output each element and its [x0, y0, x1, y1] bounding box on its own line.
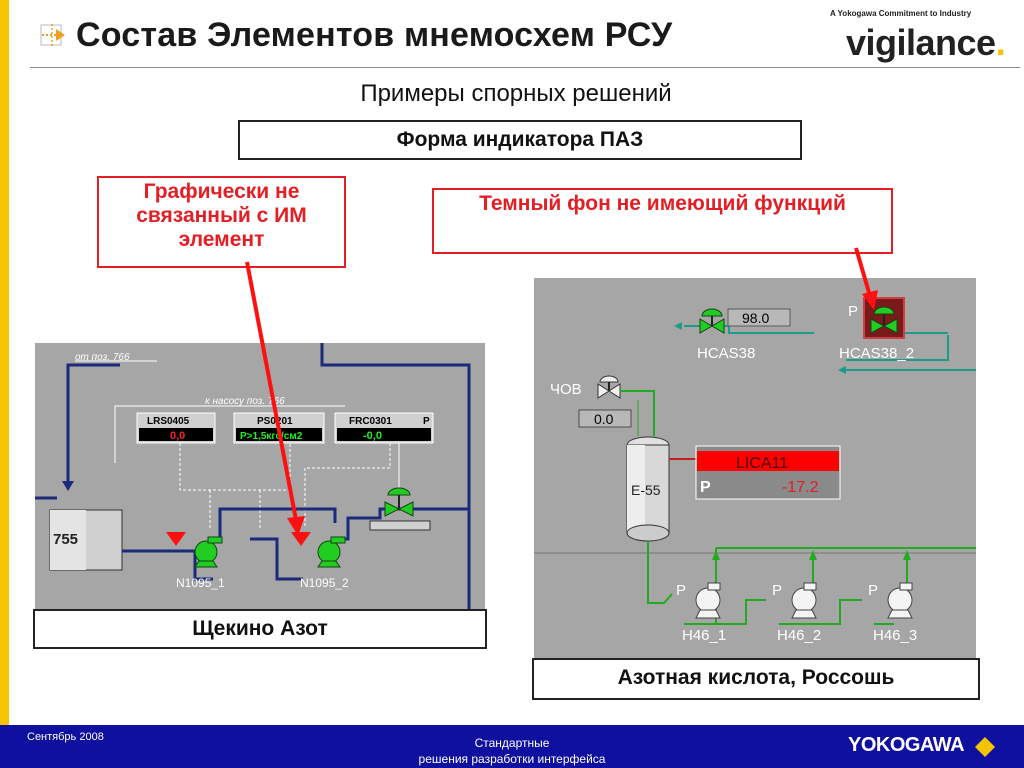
flow-arrow-icon: [674, 322, 682, 330]
pump-n1095-2[interactable]: N1095_2: [300, 536, 349, 590]
vessel-label: E-55: [631, 482, 661, 498]
level-tag: LICA11: [736, 455, 788, 472]
page-title: Состав Элементов мнемосхем РСУ: [76, 16, 673, 54]
pump-mode: P: [868, 582, 878, 599]
control-valve[interactable]: [369, 487, 431, 531]
brand-dot: .: [995, 22, 1006, 63]
indicator-ps0201[interactable]: PS0201 P>1,5кгс/см2: [233, 412, 325, 444]
tank-755[interactable]: 755: [49, 509, 123, 571]
pump-label: H46_1: [682, 627, 726, 644]
valve-tag: HCAS38: [697, 345, 755, 362]
pump-label: H46_3: [873, 627, 917, 644]
level-value: -17.2: [782, 479, 819, 496]
caption-shchekino: Щекино Азот: [33, 609, 487, 649]
valve-mode: P: [848, 303, 858, 320]
chov-value: 0.0: [594, 411, 614, 427]
valve-hcas38[interactable]: 98.0 HCAS38: [697, 308, 791, 362]
level-indicator-lica11[interactable]: LICA11 P -17.2: [695, 445, 841, 500]
valve-hcas38-2[interactable]: P HCAS38_2: [839, 297, 914, 362]
indicator-mode: P: [423, 416, 430, 427]
flow-arrow-icon: [712, 550, 720, 560]
flow-arrow-icon: [809, 550, 817, 560]
line-note-top: от поз. 766: [75, 352, 130, 363]
valve-value: 98.0: [742, 310, 769, 326]
indicator-lrs0405[interactable]: LRS0405 0,0: [136, 412, 216, 444]
valve-chov[interactable]: ЧОВ 0.0: [550, 375, 632, 428]
indicator-value: -0,0: [363, 430, 382, 442]
indicator-tag: PS0201: [257, 416, 293, 427]
level-mode: P: [700, 479, 711, 496]
yokogawa-diamond-icon: [975, 737, 995, 757]
pump-h46-3[interactable]: P H46_3: [868, 582, 917, 644]
section-heading-box: Форма индикатора ПАЗ: [238, 120, 802, 160]
pump-label: N1095_2: [300, 576, 349, 590]
yokogawa-logo: YOKOGAWA: [848, 734, 965, 756]
screen-shchekino: от поз. 766 к насосу поз. 766 755 LRS040…: [35, 343, 485, 611]
vessel-e55[interactable]: E-55: [626, 436, 670, 542]
footer-date: Сентябрь 2008: [27, 731, 104, 743]
brand-name: vigilance: [846, 22, 996, 63]
pump-mode: P: [772, 582, 782, 599]
page-subtitle: Примеры спорных решений: [360, 80, 672, 107]
footer-title-line1: Стандартные: [474, 736, 550, 750]
indicator-tag: FRC0301: [349, 416, 392, 427]
screen-rossosh: 98.0 HCAS38 P HCAS38_2 ЧОВ 0.0 E-55 LICA…: [534, 278, 976, 664]
pump-h46-1[interactable]: P H46_1: [676, 582, 726, 644]
callout-right: Темный фон не имеющий функций: [432, 188, 893, 254]
pump-n1095-1[interactable]: N1095_1: [176, 536, 225, 590]
brand-tagline: A Yokogawa Commitment to Industry: [830, 9, 972, 18]
footer-title-line2: решения разработки интерфейса: [418, 752, 606, 766]
indicator-value: 0,0: [170, 430, 185, 442]
pump-mode: P: [676, 582, 686, 599]
bullet-arrow-icon: [40, 24, 65, 46]
footer-bar: [0, 725, 1024, 768]
callout-left: Графически не связанный с ИМ элемент: [97, 176, 346, 268]
flow-arrow-icon: [62, 481, 74, 491]
footer-title: Стандартные решения разработки интерфейс…: [362, 735, 662, 767]
indicator-tag: LRS0405: [147, 416, 190, 427]
valve-tag: HCAS38_2: [839, 345, 914, 362]
pump-label: N1095_1: [176, 576, 225, 590]
line-note-pump: к насосу поз. 766: [205, 396, 285, 407]
vigilance-logo: vigilance.: [846, 22, 1006, 64]
indicator-frc0301[interactable]: FRC0301 P -0,0: [334, 412, 434, 444]
pump-label: H46_2: [777, 627, 821, 644]
flow-arrow-icon: [838, 366, 846, 374]
flow-arrow-icon: [903, 550, 911, 560]
pump-h46-2[interactable]: P H46_2: [772, 582, 821, 644]
indicator-value: P>1,5кгс/см2: [240, 431, 303, 442]
caption-rossosh: Азотная кислота, Россошь: [532, 658, 980, 700]
yellow-accent-bar: [0, 0, 9, 768]
chov-label: ЧОВ: [550, 381, 582, 398]
tank-label: 755: [53, 531, 78, 548]
title-divider: [30, 67, 1020, 68]
alarm-triangle-icon: [166, 532, 186, 546]
